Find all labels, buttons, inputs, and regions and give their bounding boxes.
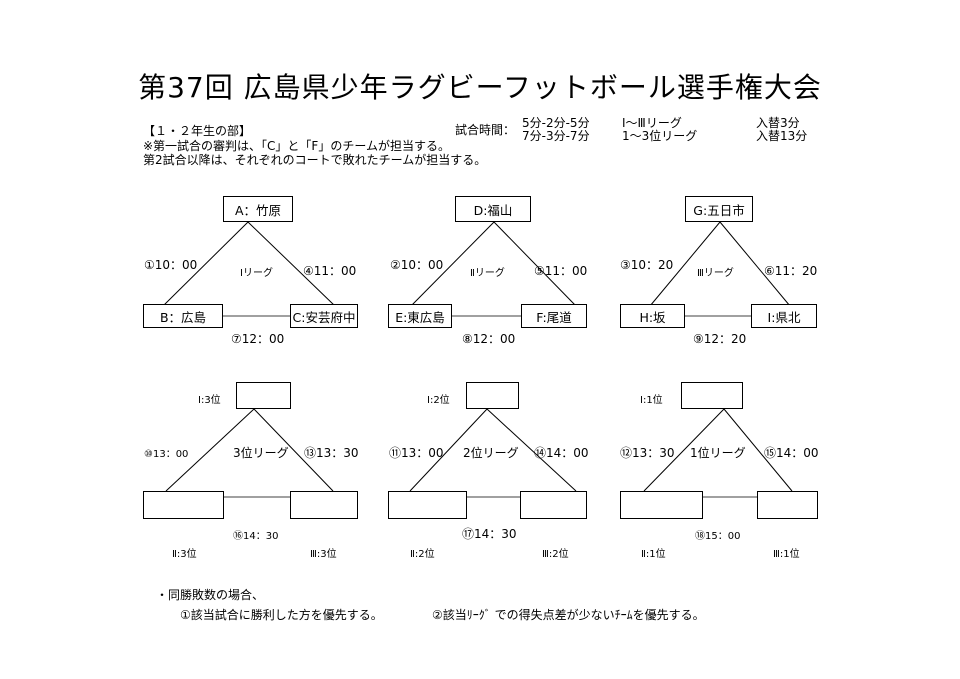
match-time-2: 7分-3分-7分 (522, 129, 590, 143)
match-13-time: ⑬13：30 (304, 446, 359, 460)
league-1-name: Ⅰリーグ (240, 268, 273, 279)
match-15-time: ⑮14：00 (764, 446, 819, 460)
match-6-time: ⑥11：20 (764, 264, 818, 278)
section-heading: 【１・２年生の部】 (143, 124, 252, 138)
team-box-h: H:坂 (620, 304, 685, 328)
match-time-label: 試合時間： (455, 123, 516, 137)
rank1-right-box (757, 491, 818, 519)
team-box-g: G:五日市 (685, 196, 753, 222)
rank3-right-label: Ⅲ:3位 (310, 549, 337, 560)
rank2-top-box (466, 382, 519, 409)
league-3-name: Ⅲリーグ (697, 268, 734, 279)
note-line-1: ※第一試合の審判は、「C」と「F」のチームが担当する。 (143, 139, 450, 153)
rank2-right-label: Ⅲ:2位 (542, 549, 569, 560)
match-18-time: ⑱15：00 (695, 531, 741, 542)
match-12-time: ⑫13：30 (620, 446, 675, 460)
match-8-time: ⑧12：00 (462, 332, 516, 346)
rank1-top-label: Ⅰ:1位 (640, 395, 663, 406)
rank3-left-box (143, 491, 224, 519)
match-subs-1: 入替3分 (756, 116, 800, 130)
match-league-2: 1～3位リーグ (622, 129, 698, 143)
rank1-top-box (681, 382, 743, 409)
team-box-e: E:東広島 (388, 304, 452, 328)
rank3-top-label: Ⅰ:3位 (198, 395, 221, 406)
rank2-top-label: Ⅰ:2位 (427, 395, 450, 406)
match-16-time: ⑯14：30 (233, 531, 279, 542)
rank3-right-box (290, 491, 358, 519)
rank1-right-label: Ⅲ:1位 (773, 549, 800, 560)
rank1-left-label: Ⅱ:1位 (641, 549, 666, 560)
note-line-2: 第2試合以降は、それぞれのコートで敗れたチームが担当する。 (143, 153, 487, 167)
match-9-time: ⑨12：20 (693, 332, 747, 346)
tiebreak-heading: ・同勝敗数の場合、 (156, 588, 265, 602)
team-box-c: C:安芸府中 (290, 304, 358, 328)
team-box-i: I:県北 (751, 304, 817, 328)
team-box-b: B：広島 (143, 304, 223, 328)
match-3-time: ③10：20 (620, 258, 674, 272)
rank1-league-name: 1位リーグ (690, 446, 746, 460)
match-1-time: ①10：00 (144, 258, 198, 272)
rank2-left-label: Ⅱ:2位 (410, 549, 435, 560)
match-11-time: ⑪13：00 (389, 446, 444, 460)
match-14-time: ⑭14：00 (534, 446, 589, 460)
match-10-time: ⑩13：00 (144, 449, 189, 460)
team-box-d: D:福山 (455, 196, 531, 222)
rank2-right-box (520, 491, 587, 519)
rank3-league-name: 3位リーグ (233, 446, 289, 460)
team-box-f: F:尾道 (521, 304, 587, 328)
match-2-time: ②10：00 (390, 258, 444, 272)
rank2-league-name: 2位リーグ (463, 446, 519, 460)
rank2-left-box (388, 491, 467, 519)
page-title: 第37回 広島県少年ラグビーフットボール選手権大会 (138, 71, 822, 104)
rank3-left-label: Ⅱ:3位 (172, 549, 197, 560)
league-2-name: Ⅱリーグ (470, 268, 505, 279)
rank3-top-box (236, 382, 291, 409)
match-17-time: ⑰14：30 (462, 527, 517, 541)
match-time-1: 5分-2分-5分 (522, 116, 590, 130)
match-league-1: Ⅰ～Ⅲリーグ (622, 116, 682, 130)
match-4-time: ④11：00 (303, 264, 357, 278)
match-subs-2: 入替13分 (756, 129, 808, 143)
tiebreak-rule-1: ①該当試合に勝利した方を優先する。 (180, 608, 383, 622)
match-5-time: ⑤11：00 (534, 264, 588, 278)
rank1-left-box (620, 491, 703, 519)
team-box-a: A：竹原 (223, 196, 293, 222)
match-7-time: ⑦12：00 (231, 332, 285, 346)
tiebreak-rule-2: ②該当ﾘｰｸﾞ での得失点差が少ないﾁｰﾑを優先する。 (432, 608, 705, 622)
